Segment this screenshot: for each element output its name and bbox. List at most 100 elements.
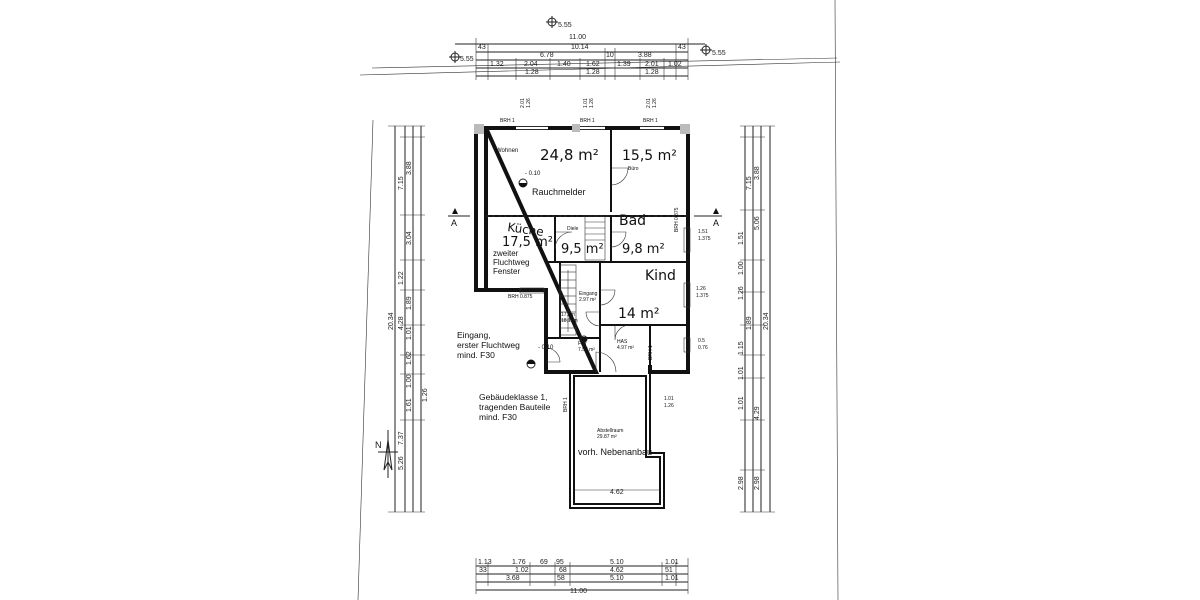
- svg-text:68: 68: [559, 567, 567, 574]
- svg-text:5.55: 5.55: [558, 22, 572, 29]
- svg-text:N: N: [375, 440, 382, 450]
- svg-text:1.89: 1.89: [406, 296, 413, 310]
- svg-text:1.76: 1.76: [512, 559, 526, 566]
- svg-text:4.28: 4.28: [398, 316, 405, 330]
- smoke-detector-icon: [518, 178, 528, 188]
- svg-text:3.04: 3.04: [406, 231, 413, 245]
- note-gk-3: mind. F30: [479, 412, 517, 422]
- dim-top-r3-5: 2.01: [645, 61, 659, 68]
- svg-text:1.01: 1.01: [665, 559, 679, 566]
- room-diele-label: Diele: [567, 226, 579, 232]
- svg-text:A: A: [713, 218, 719, 228]
- brh-6: BRH 1: [563, 397, 569, 412]
- svg-text:1.01: 1.01: [738, 366, 745, 380]
- svg-text:1.15: 1.15: [738, 341, 745, 355]
- staircase: [559, 215, 606, 336]
- dim-inner-top: 10.14: [571, 44, 589, 51]
- svg-text:0.5: 0.5: [698, 338, 705, 344]
- room-bad-area: 9,8 m²: [622, 242, 665, 257]
- dim-top-r2-2: 3.88: [638, 52, 652, 59]
- room-kueche-label: Küche: [507, 220, 545, 239]
- svg-text:1.26: 1.26: [422, 388, 429, 402]
- brh-1: BRH 1: [500, 118, 515, 124]
- room-eingang-area: 2.97 m²: [579, 297, 596, 303]
- svg-text:1.01: 1.01: [738, 396, 745, 410]
- room-flur-area: 7.53 m²: [578, 347, 595, 353]
- page-edge-top: [371, 57, 838, 69]
- room-kueche-area: 17,5 m²: [502, 235, 553, 250]
- note-eingang-level: - 0.10: [538, 345, 554, 351]
- note-eingang-3: mind. F30: [457, 350, 495, 360]
- svg-text:1.61: 1.61: [406, 398, 413, 412]
- dim-top-r4-2: 1.28: [645, 69, 659, 76]
- svg-text:1.02: 1.02: [515, 567, 529, 574]
- svg-text:5.55: 5.55: [712, 50, 726, 57]
- dim-edge-left: 43: [478, 44, 486, 51]
- survey-marker-right: 5.55: [700, 44, 726, 57]
- svg-text:1.26: 1.26: [526, 98, 532, 108]
- side-windows: [519, 227, 691, 353]
- svg-text:1.26: 1.26: [738, 286, 745, 300]
- dim-top-r3-1: 2.04: [524, 61, 538, 68]
- dim-top-r3-6: 1.02: [668, 61, 682, 68]
- svg-text:3.88: 3.88: [754, 166, 761, 180]
- dim-top-r3-4: 1.39: [617, 61, 631, 68]
- room-buero-label: Büro: [628, 166, 639, 172]
- left-dimension-chain: 20.34 7.15 3.88 3.04 1.22 4.28 1.89 1.01…: [388, 125, 429, 513]
- brh-4: BRH 0.875: [508, 294, 533, 300]
- svg-text:51: 51: [665, 567, 673, 574]
- annex-dim: 4.62: [610, 489, 624, 496]
- svg-text:1.22: 1.22: [398, 271, 405, 285]
- dim-top-r2-1: 10: [606, 52, 614, 59]
- svg-text:1.01: 1.01: [664, 396, 674, 402]
- svg-text:4.29: 4.29: [754, 406, 761, 420]
- brh-5: BRH 0.875: [674, 207, 680, 232]
- dim-top-r3-3: 1.62: [586, 61, 600, 68]
- room-abstell-label: Abstellraum: [597, 428, 623, 434]
- note-gk-1: Gebäudeklasse 1,: [479, 392, 548, 402]
- svg-text:58: 58: [557, 575, 565, 582]
- svg-text:3.88: 3.88: [406, 161, 413, 175]
- annex-label: vorh. Nebenanbau: [578, 447, 652, 457]
- svg-text:1.26: 1.26: [652, 98, 658, 108]
- svg-text:1.26: 1.26: [664, 403, 674, 409]
- brh-2: BRH 1: [580, 118, 595, 124]
- room-has-area: 4.97 m²: [617, 345, 634, 351]
- dim-top-r2-0: 6.78: [540, 52, 554, 59]
- room-bad-label: Bad: [619, 213, 646, 229]
- svg-text:5.06: 5.06: [754, 216, 761, 230]
- svg-text:7.15: 7.15: [398, 176, 405, 190]
- room-kind-label: Kind: [645, 268, 676, 284]
- right-dimension-chain: 20.34 7.15 3.88 5.06 1.51 1.00 1.26 1.89…: [738, 125, 775, 513]
- level-marker-icon: [526, 359, 536, 369]
- brh-3: BRH 1: [643, 118, 658, 124]
- room-wohnen-level: - 0.10: [525, 171, 541, 177]
- page-edge-left: [357, 119, 374, 600]
- level-marker-entrance-icon: [580, 335, 588, 343]
- svg-text:1.01: 1.01: [665, 575, 679, 582]
- svg-text:33: 33: [479, 567, 487, 574]
- svg-text:1.51: 1.51: [738, 231, 745, 245]
- svg-text:4.62: 4.62: [610, 567, 624, 574]
- bottom-dimension-chain: 1.13 1.76 69 95 5.10 1.01 33 1.02 68 4.6…: [475, 558, 689, 595]
- brh-7: BRH 1: [648, 345, 654, 360]
- svg-text:1.00: 1.00: [406, 374, 413, 388]
- svg-text:1.51: 1.51: [698, 229, 708, 235]
- svg-text:5.26: 5.26: [398, 456, 405, 470]
- svg-text:7.15: 7.15: [746, 176, 753, 190]
- svg-text:1.62: 1.62: [406, 351, 413, 365]
- svg-text:2.01: 2.01: [646, 98, 652, 108]
- stair-sub: 18,13m: [561, 318, 578, 324]
- room-buero-area: 15,5 m²: [622, 148, 677, 164]
- svg-text:1.375: 1.375: [698, 236, 711, 242]
- svg-text:5.10: 5.10: [610, 559, 624, 566]
- section-mark-left: A: [448, 208, 470, 228]
- note-fluchtweg2-3: Fenster: [493, 267, 520, 276]
- svg-text:1.01: 1.01: [583, 98, 589, 108]
- room-diele-area: 9,5 m²: [561, 242, 604, 257]
- doors: [545, 167, 631, 373]
- svg-text:1.89: 1.89: [746, 316, 753, 330]
- note-fluchtweg2-2: Fluchtweg: [493, 258, 529, 267]
- svg-text:1.01: 1.01: [406, 326, 413, 340]
- survey-marker-top: 5.55: [546, 16, 572, 29]
